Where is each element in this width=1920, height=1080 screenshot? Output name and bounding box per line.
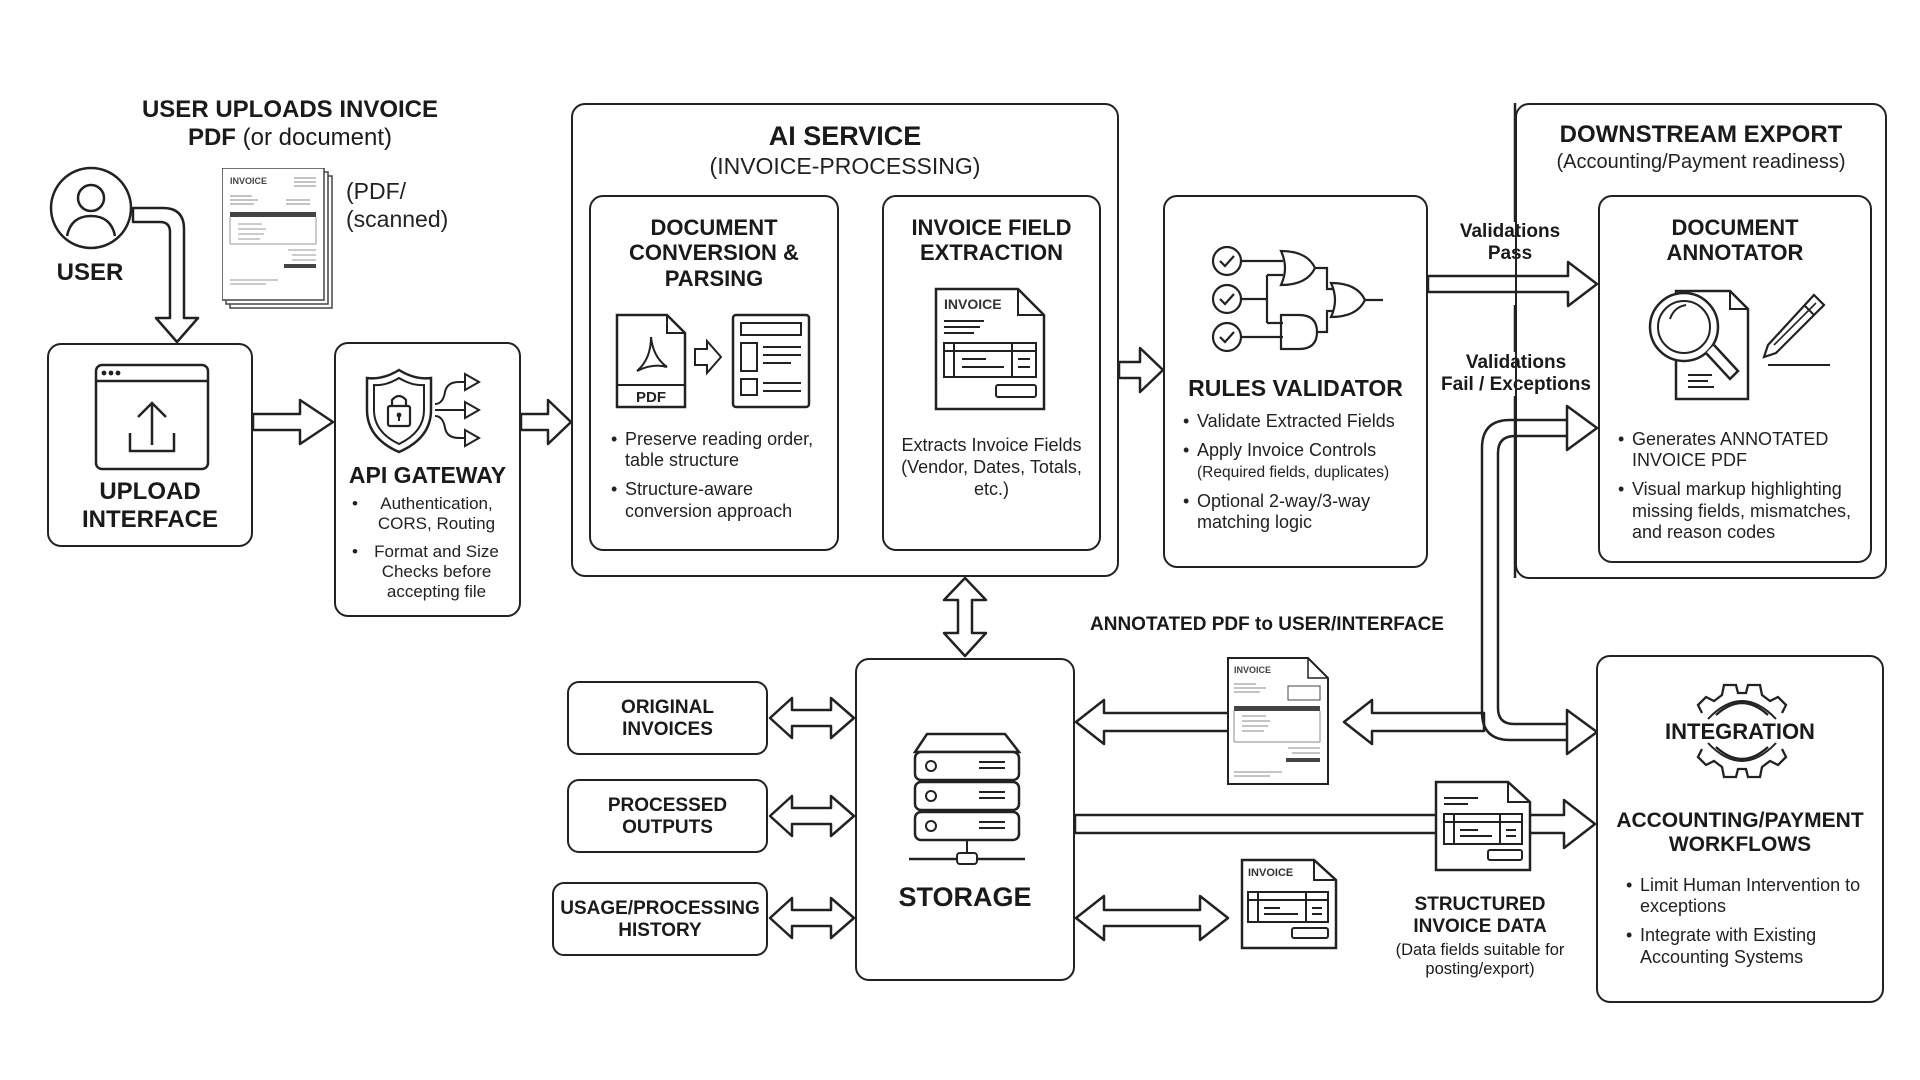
integration-title: ACCOUNTING/PAYMENT WORKFLOWS [1616, 809, 1864, 857]
document-annotator-bullets: Generates ANNOTATED INVOICE PDF Visual m… [1618, 429, 1862, 551]
pdf-badge-label: PDF [636, 389, 666, 406]
document-annotator-bullet: Visual markup highlighting missing field… [1618, 479, 1862, 543]
arrow-validations-pass [1426, 260, 1599, 308]
api-gateway-bullets: Authentication, CORS, Routing Format and… [352, 494, 507, 610]
arrowhead-fail-to-annotator [1565, 404, 1599, 452]
upload-interface-title: UPLOAD INTERFACE [81, 478, 218, 533]
arrowhead-fail-to-integration [1565, 708, 1599, 756]
api-gateway-bullet: Format and Size Checks before accepting … [352, 542, 507, 602]
downstream-export-title: DOWNSTREAM EXPORT [1559, 121, 1843, 148]
integration-bullet: Integrate with Existing Accounting Syste… [1626, 925, 1874, 967]
arrow-user-to-upload [131, 206, 200, 344]
storage-node[interactable]: STORAGE [855, 658, 1075, 981]
document-annotator-node[interactable]: DOCUMENT ANNOTATOR Generates ANNOTATED I… [1598, 195, 1872, 563]
upload-note-title: USER UPLOADS INVOICE PDF (or document) [120, 96, 460, 153]
user-avatar [49, 166, 133, 250]
invoice-field-extraction-description: Extracts Invoice Fields (Vendor, Dates, … [901, 435, 1082, 499]
upload-note-title-line1: USER UPLOADS INVOICE [141, 96, 439, 123]
arrow-annotated-to-storage [1074, 698, 1232, 746]
shield-lock-routing-icon [365, 368, 482, 454]
annotated-pdf-label: ANNOTATED PDF to USER/INTERFACE [1090, 614, 1444, 635]
storage-item-original-invoices[interactable]: ORIGINAL INVOICES [567, 681, 768, 755]
invoice-icon-label: INVOICE [944, 296, 1002, 312]
invoice-stack-icon: INVOICE [221, 167, 333, 309]
pipe-fail-inner [1496, 434, 1567, 726]
rules-validator-title: RULES VALIDATOR [1188, 375, 1403, 401]
document-annotator-bullet: Generates ANNOTATED INVOICE PDF [1618, 429, 1862, 471]
integration-bullet: Limit Human Intervention to exceptions [1626, 875, 1874, 917]
integration-label: INTEGRATION [1665, 719, 1815, 744]
upload-note-title-line2: PDF (or document) [187, 124, 393, 152]
document-conversion-bullets: Preserve reading order, table structure … [611, 429, 825, 530]
user-icon [49, 166, 133, 250]
document-conversion-node[interactable]: DOCUMENT CONVERSION & PARSING PDF Preser… [589, 195, 839, 551]
storage-title: STORAGE [898, 882, 1032, 912]
invoice-field-extraction-title: INVOICE FIELD EXTRACTION [911, 215, 1072, 266]
arrow-processed-storage [768, 794, 856, 838]
stored-invoice-icon: INVOICE [1240, 858, 1338, 950]
downstream-export-subtitle: (Accounting/Payment readiness) [1556, 151, 1846, 173]
rules-validator-node[interactable]: RULES VALIDATOR Validate Extracted Field… [1163, 195, 1428, 568]
ai-service-title: AI SERVICE [768, 121, 922, 151]
format-note-line1: (PDF/ [346, 178, 407, 204]
rules-validator-bullet: Validate Extracted Fields [1183, 411, 1418, 432]
acrobat-glyph [636, 336, 668, 372]
downstream-export-container[interactable]: DOWNSTREAM EXPORT (Accounting/Payment re… [1515, 103, 1887, 579]
document-annotator-title: DOCUMENT ANNOTATOR [1666, 215, 1804, 266]
stored-invoice-label: INVOICE [1248, 867, 1293, 879]
rules-validator-bullets: Validate Extracted Fields Apply Invoice … [1183, 411, 1418, 541]
magnifier-document-pencil-icon [1648, 289, 1830, 401]
gear-icon [1696, 683, 1788, 779]
structured-data-icon [1434, 780, 1532, 872]
arrow-fail-to-annotated [1342, 698, 1486, 746]
format-note-line2: (scanned) [346, 205, 449, 232]
stored-invoice-document: INVOICE [1240, 858, 1338, 952]
integration-bullets: Limit Human Intervention to exceptions I… [1626, 875, 1874, 976]
format-note: (PDF/ (scanned) [346, 178, 448, 233]
arrow-api-to-ai [519, 398, 573, 446]
pdf-to-structure-icon: PDF [615, 313, 811, 409]
rules-validator-bullet: Apply Invoice Controls(Required fields, … [1183, 440, 1418, 483]
annotated-invoice-label: INVOICE [1234, 665, 1271, 675]
arrow-upload-to-api [251, 398, 335, 446]
structured-invoice-data-label: STRUCTURED INVOICE DATA (Data fields sui… [1395, 894, 1565, 979]
invoice-stack-label: INVOICE [230, 176, 267, 186]
arrow-storage-invoice-doc [1074, 894, 1230, 942]
api-gateway-title: API GATEWAY [348, 462, 507, 488]
annotated-invoice-icon: INVOICE [1227, 657, 1329, 785]
arrow-ai-to-validator [1117, 346, 1165, 394]
rules-validator-bullet: Optional 2-way/3-way matching logic [1183, 491, 1418, 533]
document-conversion-title: DOCUMENT CONVERSION & PARSING [629, 215, 799, 291]
api-gateway-bullet: Authentication, CORS, Routing [352, 494, 507, 534]
integration-node[interactable]: INTEGRATION ACCOUNTING/PAYMENT WORKFLOWS… [1596, 655, 1884, 1003]
document-conversion-bullet: Structure-aware conversion approach [611, 479, 825, 521]
pipe-fail-outer [1480, 418, 1567, 742]
arrow-original-storage [768, 696, 856, 740]
structured-data-document [1434, 780, 1532, 874]
invoice-table-icon: INVOICE [934, 287, 1046, 411]
browser-upload-icon [94, 363, 210, 471]
server-stack-icon [909, 732, 1025, 865]
storage-item-usage-history[interactable]: USAGE/PROCESSING HISTORY [552, 882, 768, 956]
arrow-storage-to-integration [1073, 798, 1597, 850]
arrow-ai-storage [942, 576, 988, 658]
api-gateway-node[interactable]: API GATEWAY Authentication, CORS, Routin… [334, 342, 521, 617]
invoice-field-extraction-node[interactable]: INVOICE FIELD EXTRACTION INVOICE Extract… [882, 195, 1101, 551]
logic-gates-checklist-icon [1211, 245, 1383, 353]
arrow-history-storage [768, 896, 856, 940]
upload-interface-node[interactable]: UPLOAD INTERFACE [47, 343, 253, 547]
annotated-invoice-document: INVOICE [1226, 656, 1330, 786]
uploaded-invoice-document: INVOICE [221, 167, 334, 310]
user-label: USER [56, 259, 124, 286]
storage-item-processed-outputs[interactable]: PROCESSED OUTPUTS [567, 779, 768, 853]
document-conversion-bullet: Preserve reading order, table structure [611, 429, 825, 471]
ai-service-subtitle: (INVOICE-PROCESSING) [709, 153, 981, 179]
validations-pass-label: Validations Pass [1459, 221, 1561, 265]
